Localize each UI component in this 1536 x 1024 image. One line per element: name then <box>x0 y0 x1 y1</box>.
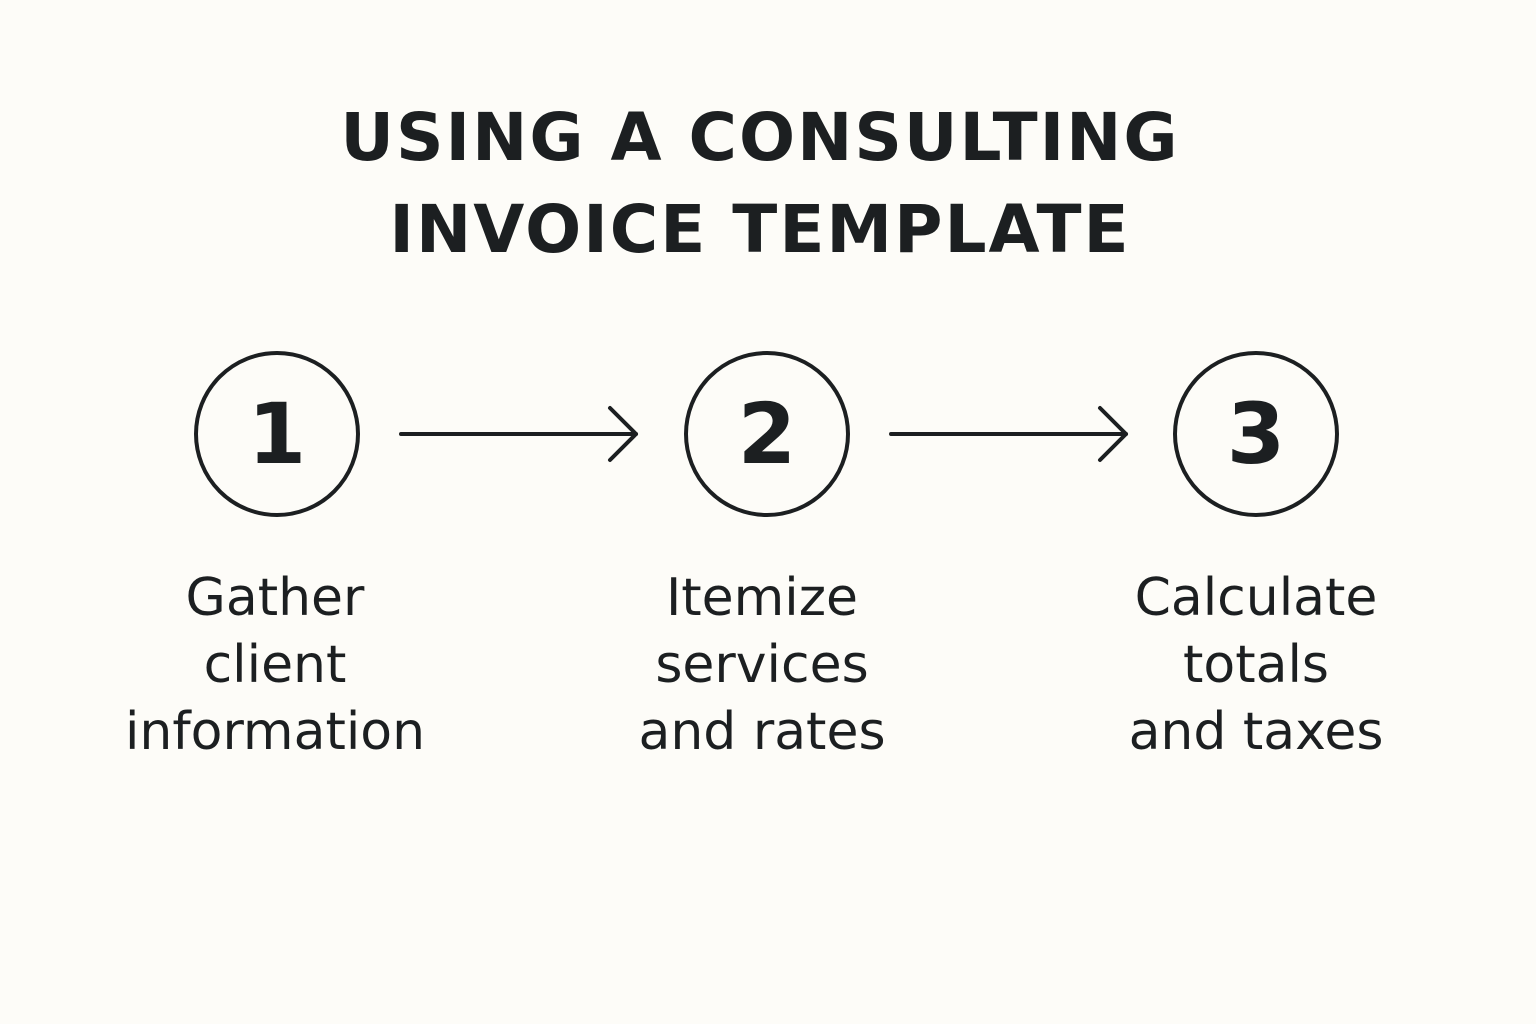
step-2-label-line-3: and rates <box>638 702 886 762</box>
step-3-label-line-2: totals <box>1183 635 1329 695</box>
step-2-label: Itemize services and rates <box>592 565 932 766</box>
title-line-1: USING A CONSULTING <box>340 99 1180 176</box>
step-3-label-line-1: Calculate <box>1134 568 1378 628</box>
step-3-label-line-3: and taxes <box>1128 702 1384 762</box>
step-2-label-line-2: services <box>655 635 869 695</box>
step-1-number: 1 <box>247 385 307 483</box>
step-1-label: Gather client information <box>105 565 445 766</box>
arrow-right-icon <box>399 406 638 462</box>
step-1-circle: 1 <box>194 351 360 517</box>
step-2-number: 2 <box>737 385 797 483</box>
title-line-2: INVOICE TEMPLATE <box>389 191 1131 268</box>
step-3-number: 3 <box>1226 385 1286 483</box>
step-1-label-line-3: information <box>124 702 426 762</box>
diagram-title: USING A CONSULTING INVOICE TEMPLATE <box>0 92 1520 276</box>
step-2-label-line-1: Itemize <box>665 568 859 628</box>
step-3-circle: 3 <box>1173 351 1339 517</box>
step-2-circle: 2 <box>684 351 850 517</box>
step-1-label-line-1: Gather <box>185 568 365 628</box>
arrow-right-icon <box>889 406 1128 462</box>
step-3-label: Calculate totals and taxes <box>1086 565 1426 766</box>
step-1-label-line-2: client <box>203 635 347 695</box>
